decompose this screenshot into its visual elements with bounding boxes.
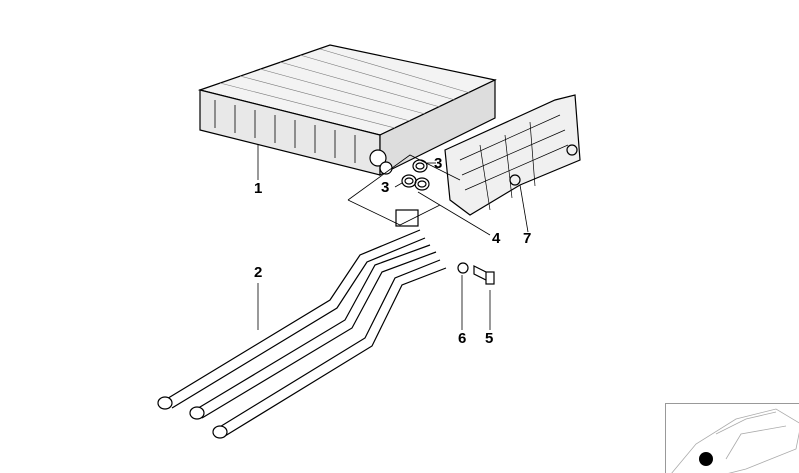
callout-2: 2 [254,264,263,281]
callout-5: 5 [485,330,494,347]
location-marker-icon [699,452,713,466]
cover-drawing [444,94,581,216]
pipe-assembly-drawing [157,209,447,439]
car-outline-icon [671,408,799,473]
callout-3-upper: 3 [434,155,443,172]
o-rings-drawing [401,159,430,191]
leader-lines [257,145,529,330]
vehicle-location-thumbnail [665,403,799,473]
fasteners-drawing [457,262,495,285]
callout-6: 6 [458,330,467,347]
callout-7: 7 [523,230,532,247]
callout-3-lower: 3 [381,179,390,196]
heater-core-drawing [197,44,497,176]
callout-1: 1 [254,180,263,197]
callout-4: 4 [492,230,501,247]
